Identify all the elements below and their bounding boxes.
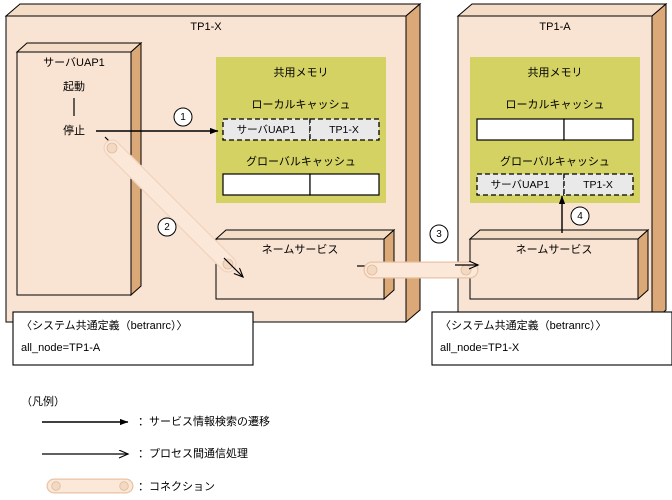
step-marker-4-circle [570, 206, 590, 226]
step-marker-3-circle [429, 224, 449, 244]
name-service-tp1x-label: ネームサービス [262, 243, 339, 256]
definition-tp1a-header: 〈システム共通定義（betranrc）〉 [440, 318, 607, 332]
uap-state-start: 起動 [63, 79, 85, 93]
connection-pipe-2 [103, 139, 237, 273]
local-cache-tp1x-cell-2 [309, 118, 380, 141]
name-service-tp1a-front-face [469, 238, 639, 300]
definition-box-tp1a: 〈システム共通定義（betranrc）〉 all_node=TP1-X [431, 311, 672, 366]
local-cache-tp1x-cell-2-text: TP1-X [329, 124, 359, 136]
global-cache-tp1a-cell-2-text: TP1-X [583, 179, 613, 191]
shared-memory-tp1a-title: 共用メモリ [528, 66, 583, 79]
global-cache-tp1a-cell-1-text: サーバUAP1 [491, 179, 550, 191]
shared-memory-tp1x: 共用メモリ ローカルキャッシュ サーバUAP1 TP1-X グローバルキャッシュ [216, 57, 386, 203]
legend-item-2: ：プロセス間通信処理 [42, 447, 248, 460]
connection-pipe-2-cap-start [106, 142, 118, 154]
step-marker-2-circle [157, 217, 177, 237]
flow-2-arrow [223, 257, 243, 277]
connection-pipe-3-cap-start [366, 264, 378, 276]
node-tp1a-top-face [456, 3, 668, 17]
uap-box-front-face [16, 51, 132, 296]
step-marker-4-label: 4 [577, 211, 583, 222]
connection-pipe-icon-cap-end [119, 481, 129, 491]
legend-item-3-label: ：コネクション [138, 480, 215, 493]
global-cache-tp1a-header: グローバルキャッシュ [500, 154, 610, 168]
legend-item-1-label: ：サービス情報検索の遷移 [138, 414, 270, 428]
node-tp1a-side-face [651, 2, 667, 324]
uap-box-top-face [15, 42, 143, 53]
connection-pipe-2-cap-end [222, 258, 234, 270]
connection-pipe-3 [363, 261, 479, 279]
connection-pipe-2-inner [104, 140, 236, 272]
definition-box-tp1a-frame [431, 311, 672, 366]
name-service-tp1a-side-face [637, 228, 649, 301]
global-cache-tp1x-cell-2 [309, 173, 380, 196]
node-tp1x: TP1-X サーバUAP1 起動 停止 共用メモリ ローカルキャッシュ サーバU… [4, 2, 422, 324]
legend-item-1: ：サービス情報検索の遷移 [42, 414, 270, 428]
local-cache-tp1a-cell-1 [476, 118, 565, 141]
local-cache-tp1a-header: ローカルキャッシュ [506, 98, 605, 111]
flow-4-cache-update: 4 [558, 195, 590, 233]
legend-item-3: ：コネクション [46, 478, 215, 494]
definition-box-tp1x: 〈システム共通定義（betranrc）〉 all_node=TP1-A [12, 311, 254, 366]
node-tp1x-title: TP1-X [190, 21, 222, 33]
connection-pipe-icon [46, 478, 134, 494]
uap-title: サーバUAP1 [43, 56, 105, 69]
definition-tp1x-line: all_node=TP1-A [21, 342, 101, 354]
name-service-tp1x-top-face [214, 229, 396, 240]
uap-box-tp1x: サーバUAP1 起動 停止 [15, 41, 143, 297]
flow-2-connection: 2 [103, 136, 243, 277]
flow-1-service-lookup: 1 [96, 107, 219, 135]
legend-item-2-label: ：プロセス間通信処理 [138, 447, 248, 460]
shared-memory-tp1a: 共用メモリ ローカルキャッシュ グローバルキャッシュ サーバUAP1 TP1-X [470, 57, 640, 203]
node-tp1x-top-face [4, 3, 422, 17]
name-service-tp1a-label: ネームサービス [516, 243, 593, 256]
name-service-tp1a-top-face [468, 229, 650, 240]
shared-memory-tp1x-title: 共用メモリ [274, 66, 329, 79]
local-cache-tp1a-cell-2 [563, 118, 634, 141]
global-cache-tp1x-cell-1 [222, 173, 311, 196]
legend: （凡例） ：サービス情報検索の遷移 ：プロセス間通信処理 ：コネクション [21, 394, 270, 494]
step-marker-2-label: 2 [164, 222, 170, 233]
node-tp1a-title: TP1-A [539, 21, 571, 33]
name-service-tp1a: ネームサービス [468, 228, 650, 301]
global-cache-tp1a-cell-2 [563, 173, 634, 196]
definition-box-tp1x-frame [12, 311, 254, 366]
step-marker-1-circle [173, 107, 193, 127]
step-marker-3-label: 3 [436, 229, 442, 240]
node-tp1a: TP1-A 共用メモリ ローカルキャッシュ グローバルキャッシュ サーバUAP1… [456, 2, 668, 324]
local-cache-tp1x-cell-1-text: サーバUAP1 [237, 124, 296, 136]
legend-header: （凡例） [21, 394, 65, 408]
local-cache-tp1x-header: ローカルキャッシュ [252, 98, 351, 111]
step-marker-1-label: 1 [180, 112, 186, 123]
connection-pipe-3-cap-end [460, 264, 472, 276]
definition-tp1a-line: all_node=TP1-X [440, 342, 520, 354]
uap-state-stop: 停止 [63, 123, 85, 137]
definition-tp1x-header: 〈システム共通定義（betranrc）〉 [21, 318, 188, 332]
flow-3-connection: 3 [357, 224, 479, 279]
global-cache-tp1x-header: グローバルキャッシュ [246, 154, 356, 168]
connection-pipe-icon-cap-start [51, 481, 61, 491]
